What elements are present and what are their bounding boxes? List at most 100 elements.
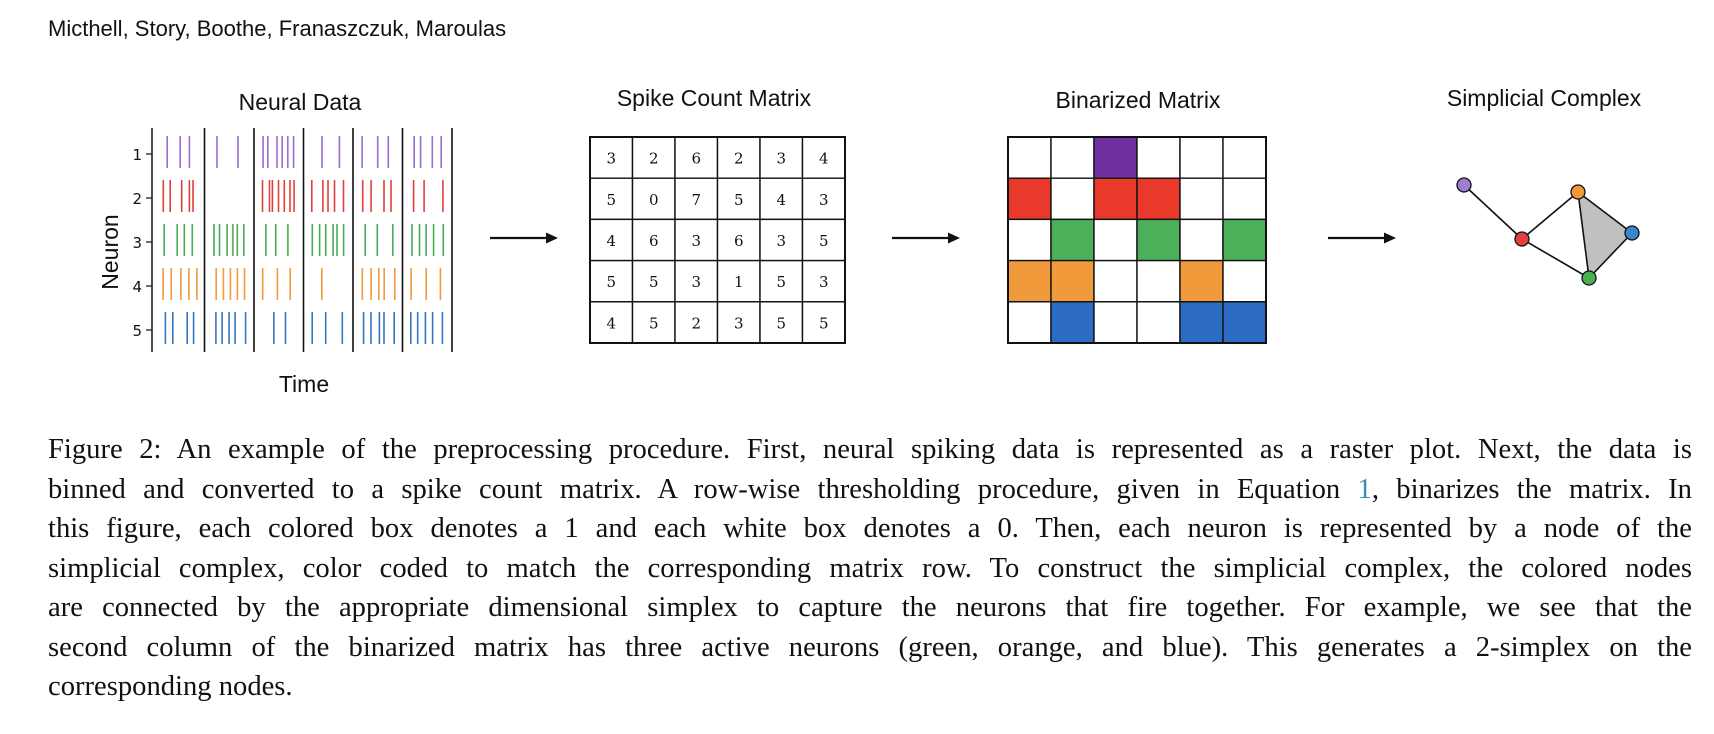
count-value: 3 [691, 273, 701, 291]
caption-line-3: this figure, each colored box denotes a … [48, 513, 1692, 544]
count-value: 5 [776, 314, 786, 332]
caption-line-5: are connected by the appropriate dimensi… [48, 592, 1692, 623]
raster-tick-label: 1 [132, 146, 142, 164]
binarized-matrix [1007, 136, 1267, 344]
count-value: 4 [776, 191, 786, 209]
count-cell [759, 218, 804, 262]
count-matrix-title: Spike Count Matrix [617, 85, 812, 111]
binarized-matrix-title: Binarized Matrix [1056, 87, 1221, 113]
complex-node [1570, 184, 1586, 200]
binary-cell [1093, 218, 1138, 262]
binary-cell [1093, 259, 1138, 303]
edge-2-4 [1521, 191, 1579, 240]
count-cell [759, 259, 804, 303]
count-cell [801, 177, 846, 221]
count-value: 5 [819, 314, 829, 332]
raster-ylabel: Neuron [97, 214, 123, 289]
count-value: 6 [734, 232, 744, 250]
caption-line-2: binned and converted to a spike count ma… [48, 470, 1692, 510]
count-value: 3 [734, 314, 744, 332]
raster-tick-label: 2 [132, 190, 142, 208]
simplicial-complex-title: Simplicial Complex [1447, 85, 1642, 111]
count-matrix-border [589, 136, 846, 344]
binary-cell [1222, 136, 1267, 179]
edge-1-2 [1463, 184, 1523, 240]
count-value: 5 [819, 232, 829, 250]
binary-cell [1222, 301, 1267, 344]
count-cell [589, 259, 634, 303]
binary-cell [1050, 259, 1095, 303]
count-value: 5 [606, 191, 616, 209]
caption-line-2a: binned and converted to a spike count ma… [48, 473, 1358, 505]
binary-cell [1050, 301, 1095, 344]
raster-tick-label: 4 [132, 278, 142, 296]
two-simplex-face [1576, 190, 1634, 280]
binary-cell [1007, 259, 1052, 303]
count-value: 5 [734, 191, 744, 209]
binary-cell [1007, 301, 1052, 344]
count-cell [801, 301, 846, 344]
binary-cell [1179, 136, 1224, 179]
count-value: 2 [691, 314, 701, 332]
binary-cell [1007, 136, 1052, 179]
binary-cell [1050, 136, 1095, 179]
count-value: 6 [691, 150, 701, 168]
binary-cell [1179, 259, 1224, 303]
raster-tick-label: 3 [132, 234, 142, 252]
arrow-raster-to-count [490, 232, 558, 244]
arrow-binary-to-complex [1328, 232, 1396, 244]
raster-title: Neural Data [239, 89, 362, 115]
binary-cell [1093, 136, 1138, 179]
count-value: 4 [606, 314, 616, 332]
binary-cell [1007, 218, 1052, 262]
count-value: 3 [776, 150, 786, 168]
caption-line-6: second column of the binarized matrix ha… [48, 631, 1692, 663]
complex-node [1514, 231, 1530, 247]
count-value: 2 [734, 150, 744, 168]
binary-cell [1136, 218, 1181, 262]
count-value: 6 [649, 232, 659, 250]
binary-cell [1136, 177, 1181, 221]
raster-spikes [162, 136, 445, 344]
complex-node [1624, 225, 1640, 241]
complex-node [1456, 177, 1472, 193]
binary-cell [1222, 218, 1267, 262]
raster-tick-label: 5 [132, 322, 142, 340]
count-value: 3 [691, 232, 701, 250]
binary-cell [1093, 177, 1138, 221]
equation-reference-link[interactable]: 1 [1357, 473, 1372, 505]
count-value: 3 [819, 273, 829, 291]
count-cell [759, 177, 804, 221]
raster-y-ticks: 1 2 3 4 5 [132, 146, 152, 340]
count-value: 3 [776, 232, 786, 250]
binary-cell [1136, 136, 1181, 179]
figure-caption: Figure 2: An example of the preprocessin… [48, 430, 1692, 707]
caption-line-1: Figure 2: An example of the preprocessin… [48, 434, 1692, 465]
binary-matrix-border [1007, 136, 1267, 344]
binary-cell [1222, 259, 1267, 303]
arrow-count-to-binary [892, 232, 960, 244]
figure-2: Neural Data Spike Count Matrix Binarized… [97, 85, 1642, 397]
count-value: 5 [776, 273, 786, 291]
binary-cell [1179, 177, 1224, 221]
count-cell [631, 177, 676, 221]
count-cell [716, 136, 761, 179]
raster-xlabel: Time [279, 371, 329, 397]
binary-cell [1136, 301, 1181, 344]
count-value: 7 [691, 191, 701, 209]
count-value: 3 [606, 150, 616, 168]
count-value: 4 [606, 232, 616, 250]
count-value: 5 [649, 314, 659, 332]
binary-cell [1179, 218, 1224, 262]
count-value: 2 [649, 150, 659, 168]
count-value: 1 [734, 273, 744, 291]
binary-cell [1050, 177, 1095, 221]
complex-nodes [1456, 177, 1640, 286]
edge-2-3 [1521, 238, 1590, 279]
caption-line-4: simplicial complex, color coded to match… [48, 552, 1692, 584]
raster-bin-dividers [203, 128, 453, 352]
count-value: 0 [649, 191, 659, 209]
complex-node [1581, 270, 1597, 286]
